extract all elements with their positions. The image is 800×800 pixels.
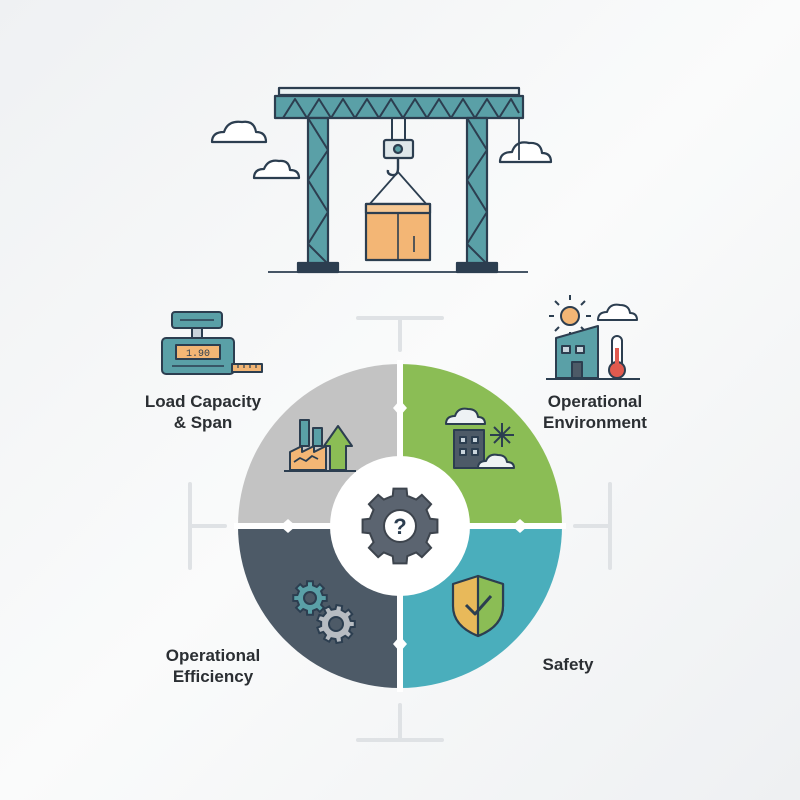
cloud-icon xyxy=(498,141,553,164)
building-climate-icon xyxy=(445,407,515,469)
cloud-icon xyxy=(477,453,515,469)
shield-check-icon xyxy=(451,574,505,638)
cloud-icon xyxy=(210,120,268,144)
hook-icon xyxy=(386,158,400,177)
label-load-capacity: Load Capacity & Span xyxy=(144,392,262,432)
scale-icon: 1.90 xyxy=(161,311,263,375)
cloud-icon xyxy=(597,303,638,321)
label-safety: Safety xyxy=(542,655,594,674)
label-operational-environment: Operational Environment xyxy=(543,392,647,432)
cloud-icon xyxy=(445,407,486,425)
factory-growth-icon xyxy=(284,419,356,472)
frame-connectors xyxy=(188,316,612,742)
label-operational-efficiency: Operational Efficiency xyxy=(165,646,261,686)
cloud-icon xyxy=(252,159,301,180)
svg-text:?: ? xyxy=(393,514,406,539)
snowflake-icon xyxy=(490,423,514,447)
scale-readout: 1.90 xyxy=(186,349,210,360)
weather-building-icon xyxy=(546,295,640,380)
question-gear-icon: ? xyxy=(361,487,439,565)
gantry-crane-illustration xyxy=(210,86,553,274)
thermometer-icon xyxy=(608,335,626,379)
gears-icon xyxy=(292,580,356,645)
